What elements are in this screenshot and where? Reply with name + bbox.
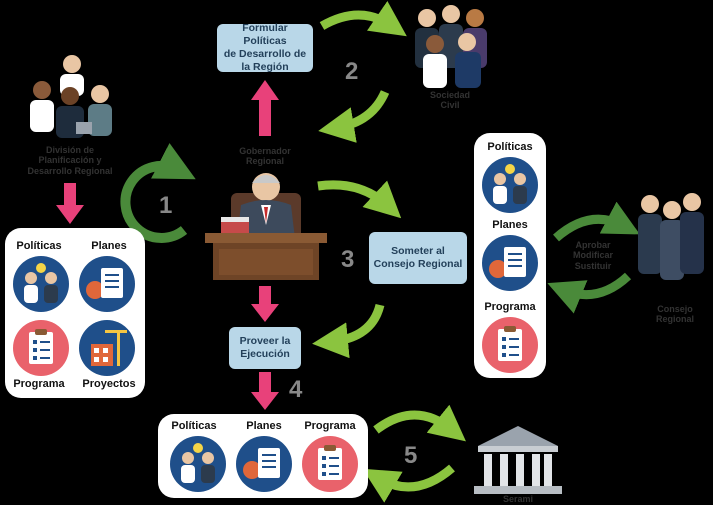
consejo-label: Consejo Regional — [655, 304, 694, 325]
left-proyectos-icon — [79, 320, 135, 376]
pink-arrow-down-2 — [251, 372, 279, 410]
green-arrow-to-serami — [373, 404, 466, 442]
green-arrow-from-sociedad — [318, 90, 390, 143]
green-arrow-from-serami — [362, 464, 455, 503]
right-planes-icon — [482, 235, 538, 291]
division-people-illustration — [20, 50, 118, 142]
green-arrow-from-consejo — [547, 272, 632, 314]
left-label-proyectos: Proyectos — [82, 378, 136, 390]
step-number-4: 4 — [289, 376, 303, 403]
right-panel: Políticas Planes Programa — [474, 133, 546, 378]
left-label-planes: Planes — [91, 240, 127, 252]
green-arrow-to-consejo — [553, 201, 640, 242]
someter-box: Someter al Consejo Regional — [369, 232, 467, 284]
right-label-politicas: Políticas — [487, 141, 533, 153]
green-arrow-to-proveer — [312, 303, 385, 359]
cycle-arrow-1 — [120, 143, 196, 243]
bottom-label-planes: Planes — [246, 420, 282, 432]
bottom-label-programa: Programa — [304, 420, 356, 432]
left-programa-icon — [13, 320, 69, 376]
bottom-panel: Políticas Planes Programa — [158, 414, 368, 498]
step-number-5: 5 — [404, 442, 418, 469]
pink-arrow-down-1 — [251, 286, 279, 322]
left-label-programa: Programa — [13, 378, 65, 390]
green-arrow-to-sociedad — [319, 0, 407, 37]
consejo-people-illustration — [632, 190, 710, 286]
step-number-2: 2 — [345, 58, 359, 85]
sociedad-label: Sociedad Civil — [429, 90, 470, 111]
green-arrow-to-someter — [317, 180, 402, 219]
left-politicas-icon — [13, 256, 69, 312]
formular-box: Formular Políticas de Desarrollo de la R… — [217, 22, 313, 73]
right-politicas-icon — [482, 157, 538, 213]
right-label-programa: Programa — [484, 301, 536, 313]
bottom-programa-icon — [302, 436, 358, 492]
left-planes-icon — [79, 256, 135, 312]
bottom-politicas-icon — [170, 436, 226, 492]
pink-arrow-up — [251, 80, 279, 136]
governor-illustration — [205, 165, 327, 280]
right-label-planes: Planes — [492, 219, 528, 231]
consejo-actions: Aprobar Modificar Sustituir — [572, 240, 613, 271]
serami-building-illustration — [472, 424, 564, 494]
bottom-planes-icon — [236, 436, 292, 492]
governor-label: Gobernador Regional — [239, 146, 291, 167]
sociedad-people-illustration — [405, 4, 497, 88]
pink-arrow-left-down — [56, 183, 84, 224]
left-panel: Políticas Planes Programa Proyectos — [5, 228, 145, 398]
serami-label: Serami — [502, 494, 534, 504]
left-label-politicas: Políticas — [16, 240, 62, 252]
bottom-label-politicas: Políticas — [171, 420, 217, 432]
step-number-1: 1 — [159, 192, 173, 219]
proveer-box: Proveer la Ejecución — [229, 327, 301, 369]
step-number-3: 3 — [341, 246, 355, 273]
right-programa-icon — [482, 317, 538, 373]
division-label: División de Planificación y Desarrollo R… — [27, 145, 113, 176]
